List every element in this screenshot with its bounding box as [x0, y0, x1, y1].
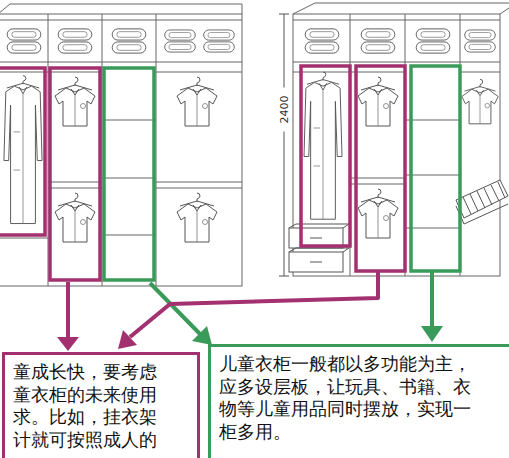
magenta-arrow [130, 272, 378, 337]
arrowhead [118, 330, 137, 349]
magenta-arrow [66, 282, 70, 339]
shirt [177, 193, 217, 242]
arrowhead [57, 337, 79, 351]
magenta-outline [0, 68, 45, 235]
wardrobe-frame [0, 14, 242, 286]
folded-clothes [416, 29, 450, 53]
left-wardrobe [0, 4, 242, 286]
folded-clothes [112, 29, 146, 53]
green-outline [411, 66, 460, 271]
right-wardrobe-items [289, 29, 508, 272]
height-dimension [279, 14, 289, 276]
pull-out-shoe-rack [456, 180, 508, 224]
shirt [55, 77, 95, 126]
green-outline [104, 68, 154, 280]
shirt [177, 77, 217, 126]
callout-arrows [57, 272, 443, 351]
magenta-outline [50, 68, 100, 280]
shirt [358, 77, 398, 126]
wardrobe-panels [0, 14, 242, 286]
wardrobe-top [293, 3, 509, 14]
arrowhead [192, 326, 212, 345]
folded-clothes [305, 29, 339, 53]
text-box: 童成长快，要考虑 童衣柜的未来使用 求。比如，挂衣架 计就可按照成人的 [2, 352, 200, 458]
green-arrow [430, 272, 434, 328]
callout-text: 童成长快，要考虑 童衣柜的未来使用 求。比如，挂衣架 计就可按照成人的 [13, 361, 163, 451]
left-wardrobe-items [4, 29, 234, 242]
folded-clothes [165, 30, 196, 52]
dimension-line [279, 14, 289, 276]
folded-clothes [361, 29, 395, 53]
green-arrow [150, 283, 200, 334]
magenta-outline [301, 66, 350, 246]
shirt [55, 193, 95, 242]
callout-text: 儿童衣柜一般都以多功能为主， 应多设层板，让玩具、书籍、衣 物等儿童用品同时摆放… [219, 353, 479, 443]
folded-clothes [7, 29, 41, 53]
long-coat [4, 76, 42, 224]
long-coat [304, 72, 342, 219]
text-box: 儿童衣柜一般都以多功能为主， 应多设层板，让玩具、书籍、衣 物等儿童用品同时摆放… [208, 344, 509, 458]
dimension-label: 2400 [278, 88, 291, 132]
wardrobe-top [0, 4, 242, 14]
highlight-outlines [0, 66, 460, 280]
folded-clothes [58, 29, 92, 53]
drawers [289, 224, 349, 272]
folded-clothes [204, 30, 235, 52]
shirt [358, 189, 398, 238]
arrowhead [421, 326, 443, 342]
folded-clothes [465, 30, 496, 52]
shirt [462, 79, 498, 124]
magenta-outline [356, 66, 405, 271]
